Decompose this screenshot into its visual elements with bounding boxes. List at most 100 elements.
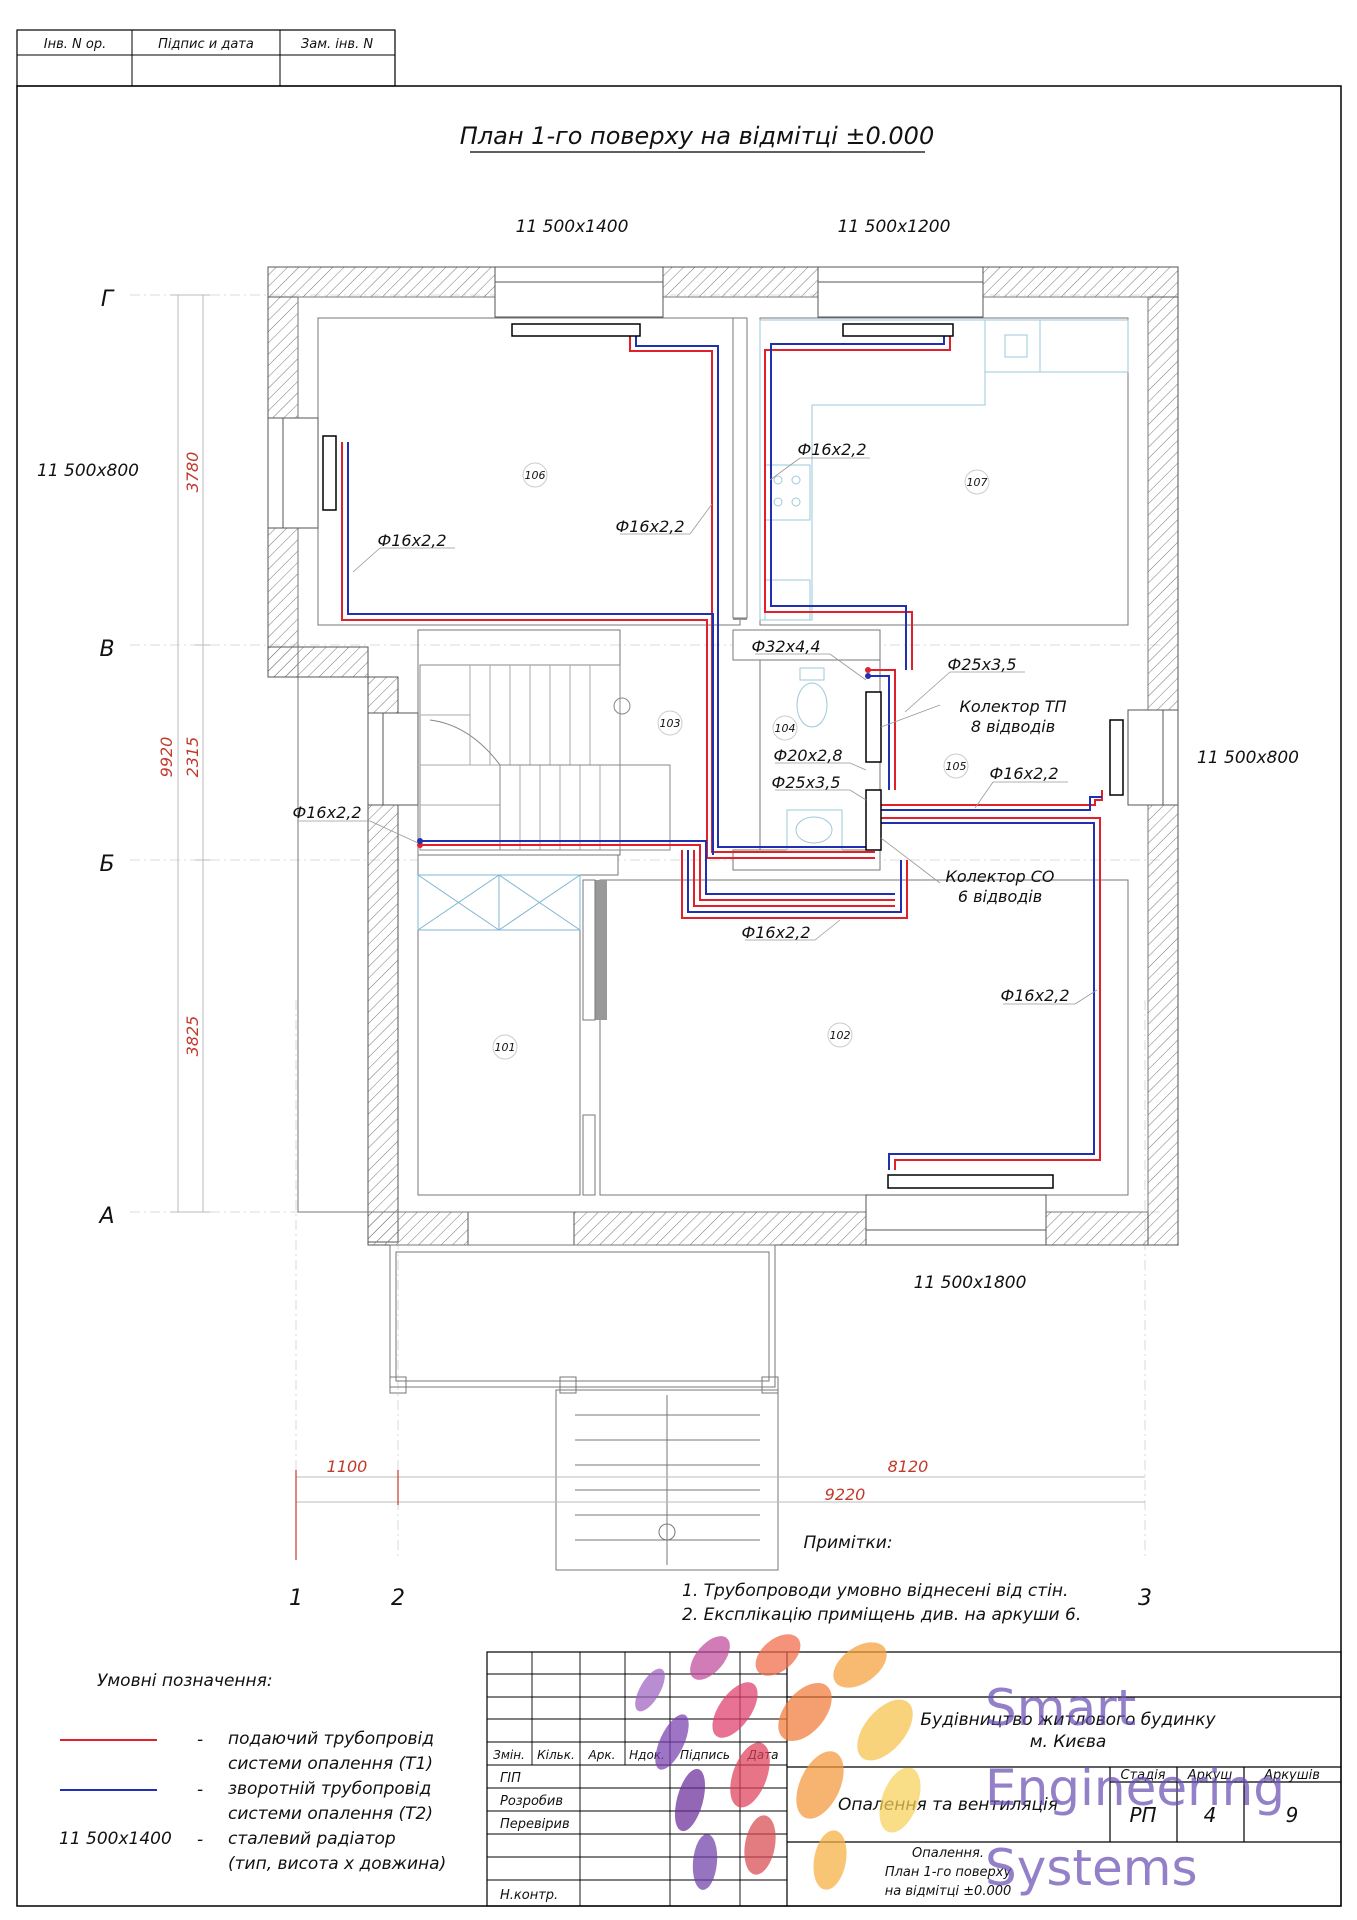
top-stamp: Інв. N ор. Підпис и дата Зам. інв. N <box>16 29 396 87</box>
heating-pipes <box>341 335 1103 1170</box>
radiator-top-left <box>511 323 641 337</box>
label-radiator-left: 11 500x800 <box>37 461 139 481</box>
tb-drawing-1: Опалення. <box>912 1846 984 1861</box>
tb-project-2: м. Києва <box>1030 1732 1107 1752</box>
pipe-return-r5 <box>878 796 1102 811</box>
note-1: 1. Трубопроводи умовно віднесені від сті… <box>682 1581 1068 1601</box>
sheet-frame <box>16 85 1342 1907</box>
pipe-supply-r6 <box>880 817 1101 1170</box>
room-101: 101 <box>495 1041 516 1054</box>
room-105: 105 <box>946 760 967 773</box>
dim-8120: 8120 <box>888 1457 929 1476</box>
axis-labels-bottom: 1 2 3 <box>289 1586 1152 1611</box>
stamp-col3: Зам. інв. N <box>301 37 373 52</box>
label-radiator-top-left: 11 500x1400 <box>516 217 629 237</box>
pipe-return-r2 <box>347 442 714 855</box>
label-pipe-p10: Ф16x2,2 <box>741 923 810 942</box>
radiator-top-right <box>842 323 954 337</box>
legend-radiator-symbol: 11 500x1400 <box>59 1829 172 1849</box>
pipe-labels: Ф16x2,2 Ф16x2,2 Ф16x2,2 Ф32x4,4 Ф25x3,5 … <box>292 440 1098 1005</box>
pipe-supply-r5 <box>878 790 1103 806</box>
stamp-col1: Інв. N ор. <box>44 37 106 52</box>
pipe-supply-r1 <box>629 335 875 853</box>
pipe-supply-r4 <box>420 844 895 901</box>
legend-return-2: системи опалення (Т2) <box>228 1804 433 1824</box>
tb-role-pereviryv: Перевірив <box>500 1817 570 1832</box>
collector-tp-line1: Колектор ТП <box>959 697 1066 716</box>
pipe-supply-r3 <box>764 335 951 670</box>
room-102: 102 <box>830 1029 851 1042</box>
room-numbers: 106 107 103 104 105 101 102 <box>492 462 990 1060</box>
pipe-return-r1 <box>635 335 875 848</box>
collector-tp <box>865 691 882 763</box>
drawing-title: План 1-го поверху на відмітці ±0.000 <box>460 122 934 150</box>
bottom-dimensions: 1100 8120 9220 <box>295 1457 1145 1560</box>
label-radiator-top-right: 11 500x1200 <box>838 217 951 237</box>
label-radiator-bottom: 11 500x1800 <box>914 1273 1027 1293</box>
tb-stage-label: Стадія <box>1120 1768 1165 1783</box>
tb-stage: РП <box>1129 1803 1156 1827</box>
legend-return-1: зворотній трубопровід <box>228 1779 431 1799</box>
label-pipe-p5: Ф25x3,5 <box>947 655 1016 674</box>
label-pipe-p4: Ф32x4,4 <box>751 637 820 656</box>
kitchen-furniture <box>759 319 1129 621</box>
legend-dash-3: - <box>197 1830 203 1850</box>
tb-h-zmin: Змін. <box>493 1748 525 1762</box>
stamp-col2: Підпис и дата <box>158 37 254 52</box>
collector-labels: Колектор ТП 8 відводів Колектор СО 6 від… <box>946 697 1067 906</box>
note-2: 2. Експлікацію приміщень див. на аркуши … <box>682 1605 1081 1625</box>
built-in-wardrobe <box>417 874 581 931</box>
radiator-bottom <box>887 1174 1054 1189</box>
bathroom-fixtures <box>786 667 843 851</box>
tb-sheets-label: Аркушів <box>1263 1768 1320 1783</box>
dim-2315: 2315 <box>183 737 202 778</box>
pipe-supply-r2 <box>341 442 875 859</box>
legend-supply-1: подаючий трубопровід <box>228 1729 434 1749</box>
label-pipe-p11: Ф16x2,2 <box>1000 986 1069 1005</box>
tb-h-ark: Арк. <box>588 1748 616 1762</box>
legend-dash-2: - <box>197 1780 203 1800</box>
label-pipe-p9: Ф16x2,2 <box>292 803 361 822</box>
terrace <box>389 1244 779 1571</box>
tb-h-kilk: Кільк. <box>537 1748 575 1762</box>
tb-role-gip: ГІП <box>500 1771 521 1786</box>
watermark-logo: Smart Engineering Systems <box>635 1634 1285 1897</box>
room-104: 104 <box>775 722 796 735</box>
radiator-right <box>1109 719 1124 796</box>
axis-3: 3 <box>1138 1586 1152 1611</box>
notes-title: Примітки: <box>803 1533 892 1553</box>
tb-role-rozrobyv: Розробив <box>500 1794 563 1809</box>
dim-total-vertical: 9920 <box>157 737 176 778</box>
legend-radiator-2: (тип, висота х довжина) <box>228 1854 446 1874</box>
dim-9220: 9220 <box>825 1485 866 1504</box>
legend-dash-1: - <box>197 1730 203 1750</box>
left-dimensions: 9920 3780 2315 3825 <box>157 294 210 1213</box>
watermark-line2: Engineering <box>985 1759 1285 1817</box>
label-pipe-p8: Ф16x2,2 <box>989 764 1058 783</box>
axis-g: Г <box>101 287 115 312</box>
pipe-return-r3 <box>770 335 945 670</box>
pipe-return-r4 <box>420 840 895 895</box>
legend-title: Умовні позначення: <box>97 1671 273 1691</box>
legend-supply-2: системи опалення (Т1) <box>228 1754 433 1774</box>
label-pipe-p1: Ф16x2,2 <box>377 531 446 550</box>
collector-co-line2: 6 відводів <box>958 887 1042 906</box>
axis-labels-left: Г В Б А <box>97 287 114 1229</box>
axis-1: 1 <box>289 1586 303 1611</box>
collector-co <box>865 789 882 851</box>
label-pipe-p6: Ф20x2,8 <box>773 746 842 765</box>
legend-radiator-1: сталевий радіатор <box>228 1829 396 1849</box>
axis-v: В <box>99 637 114 662</box>
tb-role-nkontr: Н.контр. <box>500 1888 558 1903</box>
radiator-labels: 11 500x1400 11 500x1200 11 500x800 11 50… <box>37 217 1299 1293</box>
label-pipe-p3: Ф16x2,2 <box>797 440 866 459</box>
notes: Примітки: 1. Трубопроводи умовно віднесе… <box>682 1533 1081 1625</box>
watermark-line3: Systems <box>985 1839 1198 1897</box>
label-pipe-p2: Ф16x2,2 <box>615 517 684 536</box>
tb-project-1: Будівництво житлового будинку <box>920 1710 1216 1730</box>
radiator-left <box>322 435 337 511</box>
tb-sheet: 4 <box>1204 1803 1217 1827</box>
label-radiator-right: 11 500x800 <box>1197 748 1299 768</box>
tb-drawing-2: План 1-го поверху <box>885 1865 1012 1880</box>
